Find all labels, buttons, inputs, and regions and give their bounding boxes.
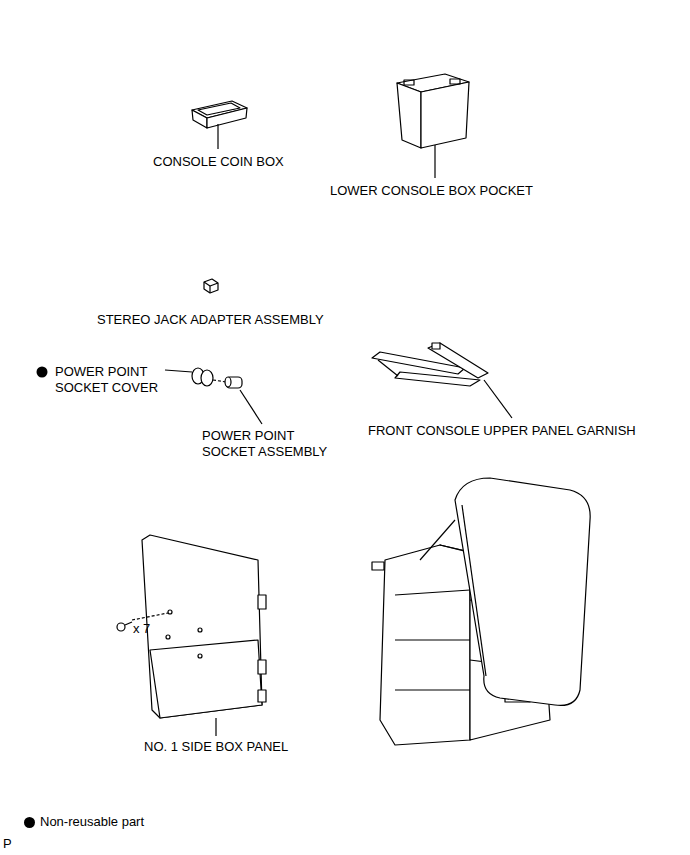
legend-row: Non-reusable part: [24, 814, 144, 830]
part-name: CONSOLE COIN BOX: [153, 154, 284, 170]
legend-text: Non-reusable part: [40, 814, 144, 830]
part-name: POWER POINT SOCKET ASSEMBLY: [202, 428, 337, 460]
page-mark: P: [3, 836, 12, 852]
part-name: NO. 1 SIDE BOX PANEL: [144, 739, 288, 755]
part-name: STEREO JACK ADAPTER ASSEMBLY: [97, 312, 324, 328]
legend-swatch: [24, 817, 35, 828]
part-name: POWER POINT SOCKET COVER: [55, 364, 167, 396]
part-name: LOWER CONSOLE BOX POCKET: [330, 183, 533, 199]
part-name: FRONT CONSOLE UPPER PANEL GARNISH: [368, 423, 636, 439]
non-reusable-mark: [37, 367, 48, 378]
quantity-note: x 7: [133, 621, 150, 637]
